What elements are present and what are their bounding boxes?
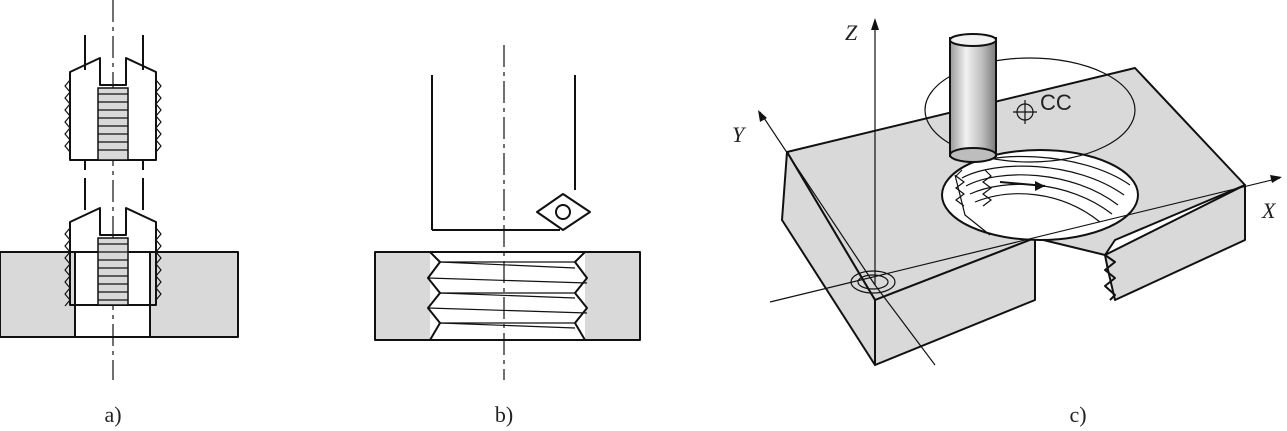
workpiece-section-b <box>374 251 641 341</box>
y-axis-label: Y <box>732 122 747 147</box>
thread-insert-upper <box>64 35 162 170</box>
panel-b: b) <box>374 45 641 427</box>
center-mark <box>1013 100 1037 124</box>
x-axis-label: X <box>1261 198 1277 223</box>
panel-c-label: c) <box>1069 402 1086 427</box>
slot-thread-edge <box>1104 254 1116 301</box>
boring-tool <box>431 75 591 231</box>
panel-a-label: a) <box>104 402 121 427</box>
center-label: CC <box>1040 90 1072 115</box>
block-front-face <box>874 237 1036 366</box>
z-axis-label: Z <box>845 20 858 45</box>
coordinate-axes <box>758 18 1282 366</box>
milling-tool <box>949 33 997 207</box>
panel-a: a) <box>0 0 239 427</box>
workpiece-section-a <box>0 251 239 338</box>
hole-thread-lines <box>957 155 1131 223</box>
helical-path-circle <box>924 57 1136 163</box>
thread-insert-lower <box>64 178 162 307</box>
panel-b-label: b) <box>495 402 513 427</box>
panel-c: CC Z Y X c) <box>732 18 1282 427</box>
